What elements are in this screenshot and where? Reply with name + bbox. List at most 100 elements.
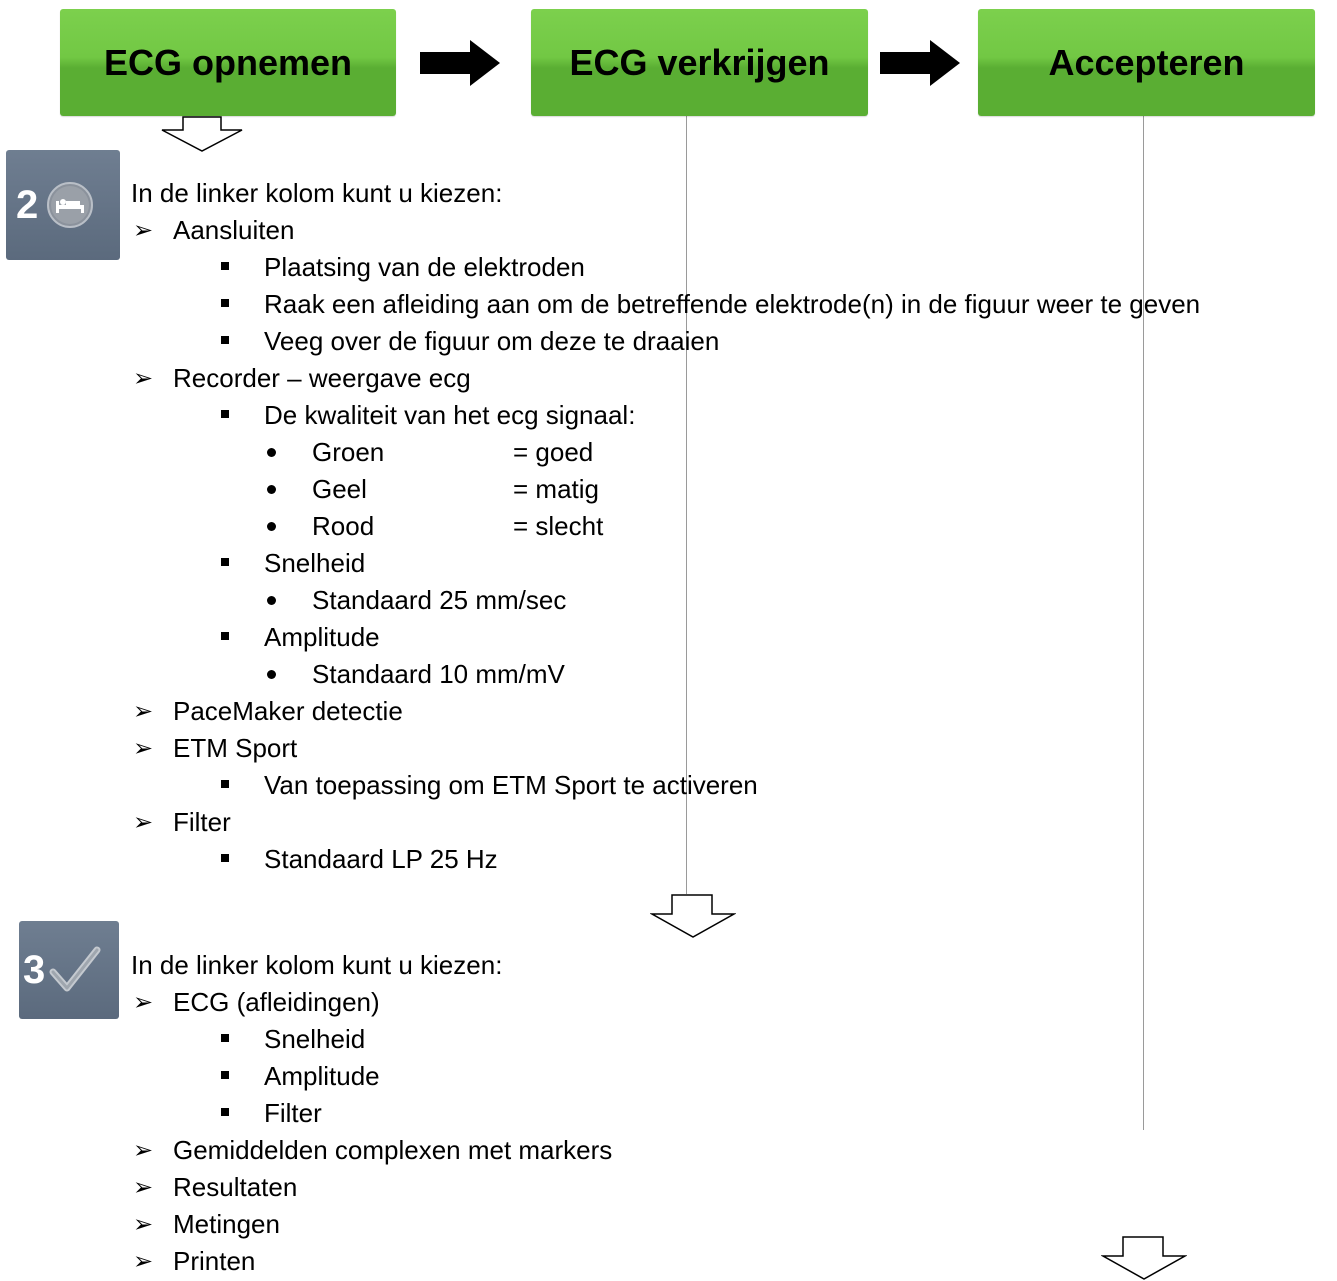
step2-icon-tile: 2 — [6, 150, 120, 260]
list-item-text: Veeg over de figuur om deze te draaien — [264, 326, 720, 356]
list-item: Amplitude — [131, 1058, 612, 1095]
arrow-right-icon — [880, 40, 960, 86]
list-item: ➢ Gemiddelden complexen met markers — [131, 1132, 612, 1169]
arrowhead-bullet-icon: ➢ — [133, 1211, 154, 1238]
list-item: Veeg over de figuur om deze te draaien — [131, 323, 1200, 360]
list-item-text: Raak een afleiding aan om de betreffende… — [264, 289, 1201, 319]
list-item-text: Van toepassing om ETM Sport te activeren — [264, 770, 758, 800]
list-item: Van toepassing om ETM Sport te activeren — [131, 767, 1200, 804]
list-item: Plaatsing van de elektroden — [131, 249, 1200, 286]
checkmark-icon — [49, 946, 101, 992]
list-item-text: Standaard 25 mm/sec — [312, 585, 567, 615]
step-label: ECG verkrijgen — [569, 41, 830, 83]
list-item-text: De kwaliteit van het ecg signaal: — [264, 400, 636, 430]
list-item-value: = matig — [513, 474, 599, 504]
list-item: Rood = slecht — [131, 508, 1200, 545]
list-item-text: Plaatsing van de elektroden — [264, 252, 585, 282]
step3-icon-tile: 3 — [19, 921, 119, 1019]
arrowhead-bullet-icon: ➢ — [133, 1174, 154, 1201]
square-bullet-icon — [221, 780, 229, 788]
square-bullet-icon — [221, 854, 229, 862]
list-item-value: = goed — [513, 437, 594, 467]
square-bullet-icon — [221, 262, 229, 270]
round-bullet-icon — [267, 670, 276, 679]
connector-line-step3 — [1143, 116, 1144, 1130]
section-intro: In de linker kolom kunt u kiezen: — [131, 950, 503, 980]
list-item: Groen = goed — [131, 434, 1200, 471]
list-item: ➢ ECG (afleidingen) — [131, 984, 612, 1021]
list-item-text: Geel — [312, 474, 367, 504]
list-item: Raak een afleiding aan om de betreffende… — [131, 286, 1200, 323]
list-item: ➢ PaceMaker detectie — [131, 693, 1200, 730]
arrowhead-bullet-icon: ➢ — [133, 989, 154, 1016]
square-bullet-icon — [221, 1071, 229, 1079]
connector-line-step2 — [686, 116, 687, 894]
list-item-value: = slecht — [513, 511, 604, 541]
arrow-down-icon — [1101, 1236, 1187, 1280]
arrowhead-bullet-icon: ➢ — [133, 1137, 154, 1164]
icon-number: 2 — [16, 182, 39, 227]
section3-text: In de linker kolom kunt u kiezen: ➢ ECG (… — [131, 947, 612, 1280]
list-item-text: Groen — [312, 437, 385, 467]
square-bullet-icon — [221, 1108, 229, 1116]
round-bullet-icon — [267, 522, 276, 531]
arrowhead-bullet-icon: ➢ — [133, 365, 154, 392]
list-item-text: Standaard 10 mm/mV — [312, 659, 565, 689]
list-item-text: Amplitude — [264, 1061, 380, 1091]
list-item: Filter — [131, 1095, 612, 1132]
step-label: Accepteren — [1048, 41, 1245, 83]
list-item: ➢ ETM Sport — [131, 730, 1200, 767]
list-item-text: PaceMaker detectie — [173, 696, 403, 726]
step-box-accepteren: Accepteren — [978, 9, 1315, 116]
list-item-text: Snelheid — [264, 1024, 366, 1054]
list-item: Geel = matig — [131, 471, 1200, 508]
square-bullet-icon — [221, 336, 229, 344]
section-intro: In de linker kolom kunt u kiezen: — [131, 178, 503, 208]
list-item-text: Snelheid — [264, 548, 366, 578]
list-item: ➢ Metingen — [131, 1206, 612, 1243]
list-item: Snelheid — [131, 1021, 612, 1058]
list-item: ➢ Resultaten — [131, 1169, 612, 1206]
list-item-text: Aansluiten — [173, 215, 295, 245]
list-item-text: Resultaten — [173, 1172, 298, 1202]
list-item-text: ETM Sport — [173, 733, 298, 763]
icon-number: 3 — [23, 947, 46, 992]
square-bullet-icon — [221, 632, 229, 640]
square-bullet-icon — [221, 558, 229, 566]
list-item: ➢ Aansluiten — [131, 212, 1200, 249]
list-item: ➢ Printen — [131, 1243, 612, 1280]
list-item-text: Rood — [312, 511, 375, 541]
arrowhead-bullet-icon: ➢ — [133, 217, 154, 244]
round-bullet-icon — [267, 485, 276, 494]
arrowhead-bullet-icon: ➢ — [133, 698, 154, 725]
arrow-right-icon — [420, 40, 500, 86]
arrowhead-bullet-icon: ➢ — [133, 809, 154, 836]
list-item-text: Amplitude — [264, 622, 380, 652]
arrowhead-bullet-icon: ➢ — [133, 1248, 154, 1275]
step-box-ecg-opnemen: ECG opnemen — [60, 9, 396, 116]
section2-text: In de linker kolom kunt u kiezen: ➢ Aansl… — [131, 175, 1200, 878]
list-item-text: Standaard LP 25 Hz — [264, 844, 498, 874]
square-bullet-icon — [221, 299, 229, 307]
square-bullet-icon — [221, 410, 229, 418]
list-item: ➢ Recorder – weergave ecg — [131, 360, 1200, 397]
list-item: Standaard 10 mm/mV — [131, 656, 1200, 693]
arrow-down-icon — [650, 894, 736, 938]
list-item: Standaard LP 25 Hz — [131, 841, 1200, 878]
list-item: De kwaliteit van het ecg signaal: — [131, 397, 1200, 434]
list-item: ➢Filter — [131, 804, 1200, 841]
step-label: ECG opnemen — [103, 41, 353, 83]
round-bullet-icon — [267, 596, 276, 605]
list-item-text: Printen — [173, 1246, 256, 1276]
step-box-ecg-verkrijgen: ECG verkrijgen — [531, 9, 868, 116]
list-item-text: Recorder – weergave ecg — [173, 363, 471, 393]
list-item: Amplitude — [131, 619, 1200, 656]
round-bullet-icon — [267, 448, 276, 457]
arrowhead-bullet-icon: ➢ — [133, 735, 154, 762]
list-item-text: Gemiddelden complexen met markers — [173, 1135, 613, 1165]
list-item-text: Metingen — [173, 1209, 280, 1239]
square-bullet-icon — [221, 1034, 229, 1042]
list-item: Standaard 25 mm/sec — [131, 582, 1200, 619]
patient-bed-icon — [47, 182, 94, 228]
list-item-text: ECG (afleidingen) — [173, 987, 380, 1017]
